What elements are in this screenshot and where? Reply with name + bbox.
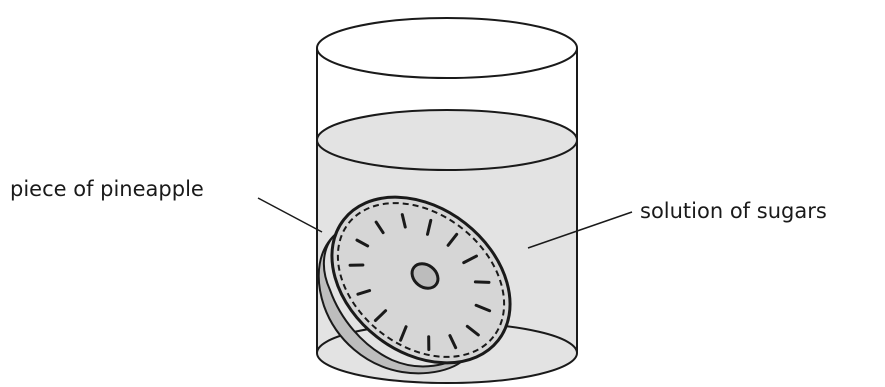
pineapple-leader-line (258, 198, 322, 232)
liquid-surface (317, 110, 577, 170)
beaker-rim (317, 18, 577, 78)
solution-label: solution of sugars (640, 199, 827, 223)
pineapple-label: piece of pineapple (10, 177, 204, 201)
